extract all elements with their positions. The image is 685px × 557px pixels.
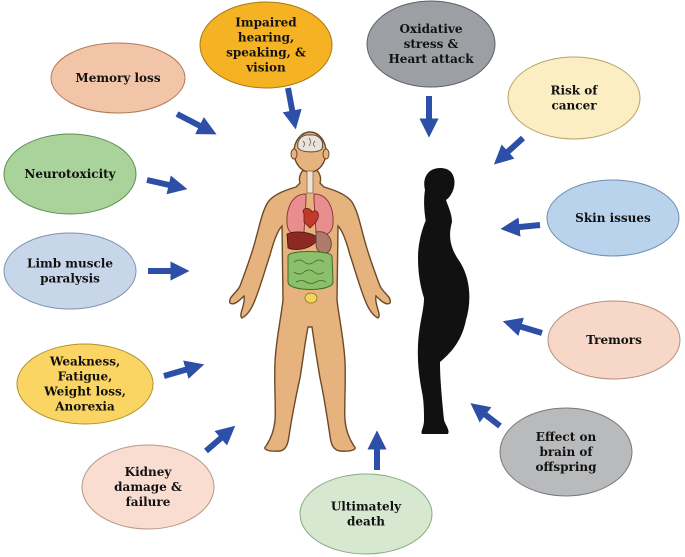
label-line: Anorexia <box>54 400 115 414</box>
label-line: damage & <box>114 480 182 494</box>
label-line: Ultimately <box>331 500 402 514</box>
label-line: speaking, & <box>226 46 306 60</box>
label-line: Tremors <box>586 333 642 347</box>
label-skin-issues: Skin issues <box>575 211 651 225</box>
arrow-memory-loss <box>175 111 217 135</box>
arrow-risk-of-cancer <box>493 135 526 165</box>
ear-left <box>290 148 298 160</box>
label-line: hearing, <box>238 31 294 45</box>
label-line: Kidney <box>125 465 173 479</box>
arrow-neurotoxicity <box>146 175 188 195</box>
label-line: Weakness, <box>49 355 120 369</box>
stomach-icon <box>315 231 332 254</box>
body-outline <box>228 169 392 452</box>
arrow-weakness <box>163 360 205 379</box>
label-line: Limb muscle <box>27 257 113 271</box>
effect-memory-loss: Memory loss <box>50 42 186 114</box>
label-line: death <box>347 515 385 529</box>
effect-neurotoxicity: Neurotoxicity <box>3 133 137 215</box>
label-line: cancer <box>551 99 597 113</box>
label-line: stress & <box>404 37 459 51</box>
heart-organ-icon <box>302 208 319 229</box>
label-neurotoxicity: Neurotoxicity <box>24 167 116 181</box>
label-line: Memory loss <box>75 71 160 85</box>
label-line: Skin issues <box>575 211 651 225</box>
label-line: Impaired <box>235 16 297 30</box>
label-line: Fatigue, <box>58 370 113 384</box>
arrow-kidney-damage <box>204 425 236 454</box>
label-line: failure <box>126 495 171 509</box>
arrow-skin-issues <box>500 217 541 237</box>
trachea <box>306 170 314 194</box>
label-line: Neurotoxicity <box>24 167 116 181</box>
human-body-figure <box>228 131 392 452</box>
arrow-impaired-senses <box>282 87 302 130</box>
label-line: Weight loss, <box>43 385 126 399</box>
silhouette-hair <box>424 170 440 244</box>
bladder-icon <box>304 292 318 304</box>
ear-right <box>322 148 330 160</box>
label-line: offspring <box>536 460 598 474</box>
arrow-brain-offspring <box>470 403 502 429</box>
label-line: brain of <box>539 445 593 459</box>
pregnant-woman-silhouette <box>417 168 470 434</box>
effect-tremors: Tremors <box>547 300 681 380</box>
effect-skin-issues: Skin issues <box>546 179 680 257</box>
label-line: Heart attack <box>388 52 474 66</box>
label-line: Risk of <box>551 84 599 98</box>
arrow-tremors <box>502 317 543 336</box>
effect-weakness: Weakness,Fatigue,Weight loss,Anorexia <box>16 343 154 425</box>
label-weakness: Weakness,Fatigue,Weight loss,Anorexia <box>43 355 126 414</box>
label-line: Oxidative <box>399 22 462 36</box>
label-tremors: Tremors <box>586 333 642 347</box>
label-memory-loss: Memory loss <box>75 71 160 85</box>
label-line: Effect on <box>536 430 597 444</box>
label-line: vision <box>245 61 286 75</box>
label-line: paralysis <box>40 272 100 286</box>
arrows <box>146 87 543 470</box>
